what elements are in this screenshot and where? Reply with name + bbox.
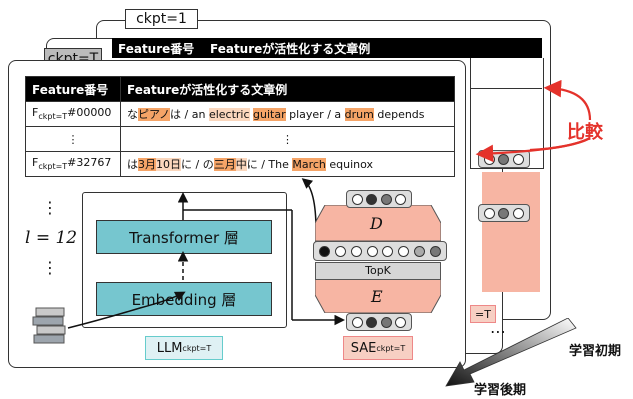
- back-row-line: [470, 88, 542, 89]
- late-training-label: 学習後期: [474, 383, 527, 398]
- feature-id-sub: ckpt=T: [38, 112, 68, 122]
- feature-id-sub: ckpt=T: [38, 162, 68, 172]
- layer-label: l = 12: [25, 228, 78, 248]
- vector-dot: [351, 193, 363, 205]
- vector-dot: [350, 245, 362, 257]
- vector-dot: [319, 245, 331, 257]
- early-training-label: 学習初期: [569, 344, 622, 359]
- vector-dot: [380, 193, 392, 205]
- feature-id-letter: F: [32, 106, 39, 120]
- encoder-label: E: [371, 287, 383, 306]
- example-highlight: 三月: [213, 158, 236, 171]
- vector-dot: [413, 245, 425, 257]
- vector-dot: [351, 316, 363, 328]
- vector-dot: [429, 245, 441, 257]
- table-row: Fckpt=T#00000 なピアノは / an electric guitar…: [25, 101, 455, 127]
- sae-label-text: SAE: [350, 340, 377, 356]
- table-row: ⋮ ⋮: [25, 126, 455, 152]
- feature-id-cell: Fckpt=T#00000: [25, 101, 121, 127]
- vector-dot: [366, 316, 378, 328]
- header-feature-examples: Featureが活性化する文章例: [120, 76, 455, 102]
- layer-vdots-bottom: ⋮: [42, 258, 58, 277]
- example-highlight: guitar: [253, 108, 286, 121]
- example-text: に / の: [181, 158, 214, 171]
- vector-dot: [335, 245, 347, 257]
- back-sae-shape: [482, 172, 540, 292]
- example-highlight: electric: [208, 108, 250, 121]
- header-feature-id: Feature番号: [25, 76, 121, 102]
- table-header-row: Feature番号 Featureが活性化する文章例: [25, 76, 455, 102]
- table-row: Fckpt=T#32767 は3月10日に / の三月中に / The Marc…: [25, 151, 455, 177]
- example-highlight: drum: [344, 108, 374, 121]
- example-highlight: 中: [235, 158, 247, 171]
- sae-shape: [315, 205, 441, 313]
- compare-arrows: [475, 80, 592, 163]
- example-text: は / an: [170, 108, 209, 121]
- training-arrow: [445, 318, 577, 387]
- sae-input-vector: [346, 313, 412, 331]
- feature-id-cell: Fckpt=T#32767: [25, 151, 121, 177]
- topk-label: TopK: [365, 264, 391, 277]
- feature-id-number: #00000: [67, 106, 112, 120]
- example-highlight: 3月: [138, 158, 156, 171]
- example-highlight: ピアノ: [138, 108, 171, 121]
- more-checkpoints: ⋯: [490, 322, 506, 341]
- vector-dot: [395, 193, 407, 205]
- vector-dot: [380, 316, 392, 328]
- example-text: な: [127, 108, 138, 121]
- back-header-col2: Featureが活性化する文章例: [210, 42, 371, 56]
- vector-dot: [366, 245, 378, 257]
- ellipsis-cell: ⋮: [120, 126, 455, 152]
- feature-id-number: #32767: [67, 156, 112, 170]
- feature-table: Feature番号 Featureが活性化する文章例 Fckpt=T#00000…: [25, 76, 455, 177]
- sae-latent-vector: [313, 241, 447, 261]
- books-icon: [32, 307, 66, 344]
- compare-label: 比較: [567, 122, 603, 143]
- back-header-col1: Feature番号: [118, 42, 195, 56]
- ellipsis-cell: ⋮: [25, 126, 121, 152]
- back-tab-label: ckpt=1: [136, 11, 187, 27]
- feature-id-letter: F: [32, 156, 39, 170]
- example-highlight: March: [292, 158, 326, 171]
- vector-dot: [382, 245, 394, 257]
- sae-output-vector: [346, 190, 412, 208]
- llm-label-sub: ckpt=T: [182, 343, 212, 353]
- flow-arrows: [67, 178, 345, 329]
- back-table-header: Feature番号 Featureが活性化する文章例: [112, 38, 542, 58]
- back-tab: ckpt=1: [125, 9, 198, 29]
- back-sae-pill-mid: [478, 204, 530, 222]
- llm-label-text: LLM: [156, 340, 183, 356]
- vector-dot: [398, 245, 410, 257]
- vector-dot: [366, 193, 378, 205]
- back-sae-label: =T: [470, 305, 496, 323]
- vector-dot: [395, 316, 407, 328]
- example-text: に / The: [246, 158, 293, 171]
- topk-bar: TopK: [315, 262, 441, 280]
- sae-label-sub: ckpt=T: [376, 343, 406, 353]
- layer-vdots-top: ⋮: [42, 198, 58, 217]
- example-text: は: [127, 158, 138, 171]
- feature-example-cell: は3月10日に / の三月中に / The March equinox: [120, 151, 455, 177]
- feature-example-cell: なピアノは / an electric guitar player / a dr…: [120, 101, 455, 127]
- back-sae-text: =T: [475, 307, 491, 321]
- example-text: player / a: [285, 108, 345, 121]
- transformer-label: Transformer 層: [129, 228, 239, 247]
- example-highlight: 10日: [156, 158, 181, 171]
- decoder-label: D: [370, 214, 383, 233]
- example-text: equinox: [325, 158, 374, 171]
- example-text: depends: [373, 108, 425, 121]
